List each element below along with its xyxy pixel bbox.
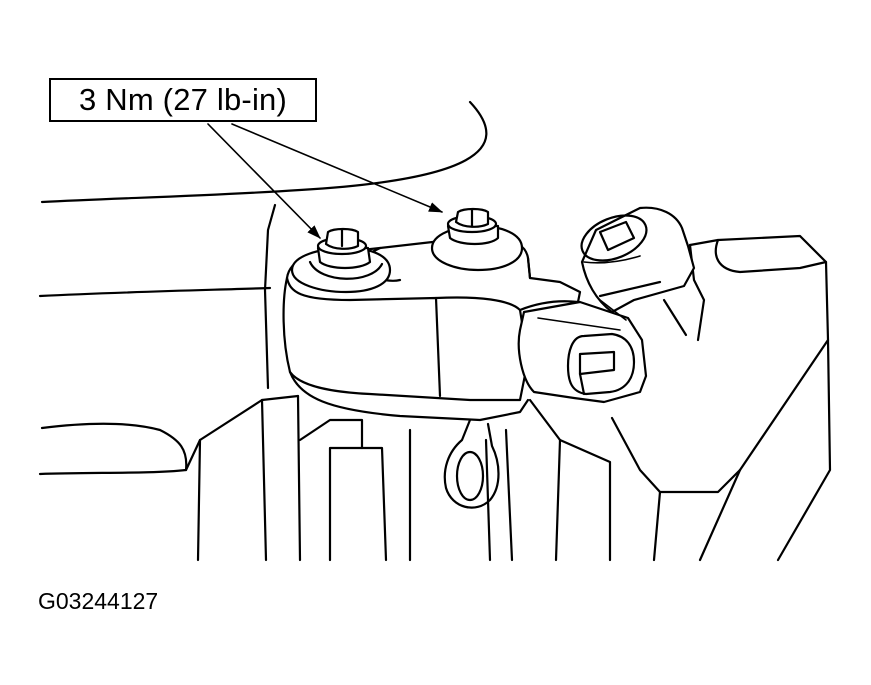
torque-callout-box: 3 Nm (27 lb-in) [49, 78, 317, 122]
torque-spec-label: 3 Nm (27 lb-in) [79, 82, 287, 117]
leader-arrow-right-bolt [231, 123, 443, 213]
figure-reference-number: G03244127 [38, 588, 159, 614]
torque-leader-arrows [207, 123, 443, 239]
engine-housing-outline [38, 100, 612, 562]
leader-arrow-left-bolt [207, 123, 321, 239]
right-bolt [430, 207, 524, 272]
electrical-connector [517, 299, 648, 404]
left-bolt [290, 227, 392, 294]
secondary-sensor [580, 206, 696, 314]
mounting-eyelet [443, 418, 500, 509]
